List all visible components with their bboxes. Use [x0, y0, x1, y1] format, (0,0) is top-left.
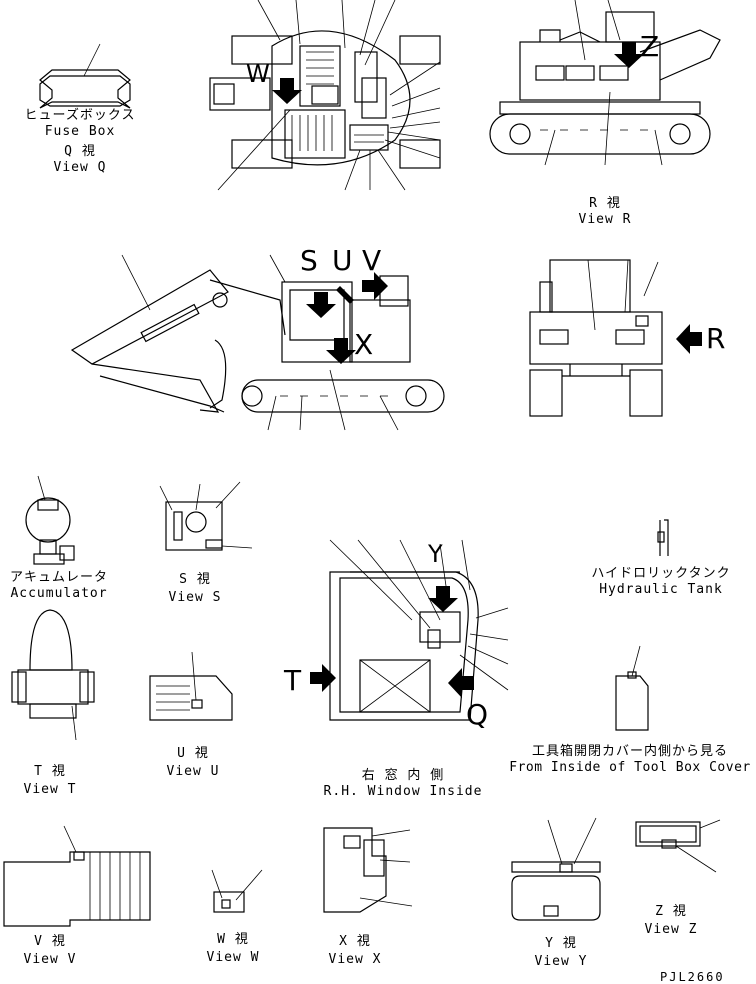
- letter-t: T: [284, 664, 302, 697]
- arrow-r: [676, 324, 702, 354]
- accumulator-en-label: Accumulator: [10, 586, 108, 601]
- view-t-en-label: View T: [23, 782, 77, 797]
- letter-z: Z: [640, 30, 660, 63]
- rh-window-jp-label: 右 窓 内 側: [361, 768, 445, 783]
- arrow-z: [614, 42, 644, 68]
- view-z-en-label: View Z: [644, 922, 698, 937]
- arrow-q: [448, 668, 474, 698]
- top-view-machine: [209, 0, 441, 191]
- letter-w: W: [246, 60, 270, 88]
- view-v-en-label: View V: [23, 952, 77, 967]
- view-q-jp-label: Q 視: [64, 144, 96, 159]
- rear-view-machine: [529, 259, 663, 417]
- letter-s: S: [300, 244, 318, 277]
- view-x-en-label: View X: [328, 952, 382, 967]
- arrow-u: [336, 286, 354, 304]
- accumulator-jp-label: アキュムレータ: [9, 570, 108, 585]
- view-w-drawing: [211, 869, 263, 913]
- view-q-en-label: View Q: [53, 160, 107, 175]
- view-x-jp-label: X 視: [339, 934, 371, 949]
- view-u-jp-label: U 視: [177, 746, 209, 761]
- arrow-y: [428, 586, 458, 612]
- fuse-box-en-label: Fuse Box: [44, 124, 116, 139]
- tool-box-en-label: From Inside of Tool Box Cover: [509, 760, 751, 775]
- view-y-drawing: [511, 817, 601, 921]
- arrow-t: [310, 664, 336, 692]
- cab-window-drawing: [329, 539, 509, 721]
- view-t-drawing: [11, 609, 95, 741]
- fuse-box-drawing: [39, 43, 131, 109]
- view-v-drawing: [3, 825, 151, 927]
- hydraulic-tank-jp-label: ハイドロリックタンク: [591, 566, 731, 581]
- view-r-jp-label: R 視: [589, 196, 621, 211]
- letter-u: U: [332, 244, 353, 277]
- side-view-machine: [489, 0, 721, 166]
- view-u-en-label: View U: [166, 764, 220, 779]
- tool-box-jp-label: 工具箱開閉カバー内側から見る: [531, 744, 728, 759]
- view-x-drawing: [323, 827, 413, 913]
- view-s-drawing: [159, 481, 253, 551]
- view-y-en-label: View Y: [534, 954, 588, 969]
- accumulator-drawing: [25, 475, 75, 565]
- arrow-x: [326, 338, 356, 364]
- rh-window-en-label: R.H. Window Inside: [323, 784, 483, 799]
- letter-r: R: [706, 322, 726, 355]
- drawing-code: PJL2660: [660, 970, 725, 984]
- fuse-box-jp-label: ヒューズボックス: [24, 108, 136, 123]
- view-s-en-label: View S: [168, 590, 222, 605]
- view-s-jp-label: S 視: [179, 572, 211, 587]
- view-u-drawing: [149, 651, 233, 721]
- view-v-jp-label: V 視: [34, 934, 66, 949]
- full-machine-side: [70, 254, 445, 431]
- arrow-s: [306, 292, 336, 318]
- hydraulic-tank-en-label: Hydraulic Tank: [599, 582, 723, 597]
- letter-y: Y: [428, 540, 443, 568]
- view-w-en-label: View W: [206, 950, 260, 965]
- arrow-v: [362, 272, 388, 300]
- tool-box-drawing: [615, 645, 649, 731]
- letter-x: X: [354, 328, 374, 361]
- view-w-jp-label: W 視: [217, 932, 249, 947]
- letter-q: Q: [466, 698, 489, 731]
- view-r-en-label: View R: [578, 212, 632, 227]
- view-z-jp-label: Z 視: [655, 904, 687, 919]
- view-t-jp-label: T 視: [34, 764, 66, 779]
- view-z-drawing: [635, 819, 721, 873]
- hydraulic-tank-drawing: [657, 519, 669, 556]
- letter-v: V: [362, 244, 382, 277]
- arrow-w: [272, 78, 302, 104]
- view-y-jp-label: Y 視: [545, 936, 577, 951]
